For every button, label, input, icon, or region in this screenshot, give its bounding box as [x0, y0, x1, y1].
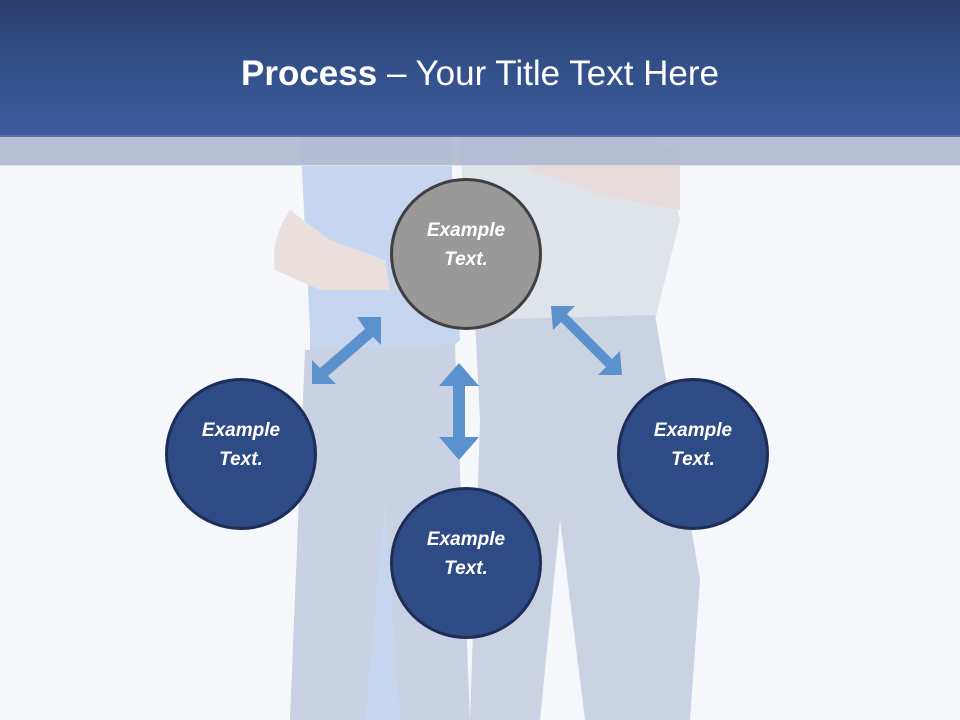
node-bottom[interactable]: Example Text.	[390, 487, 542, 639]
node-top-line1: Example	[426, 220, 506, 241]
title-bar: Process – Your Title Text Here	[0, 0, 960, 136]
title-bold: Process	[241, 54, 378, 93]
node-right-line2: Text.	[671, 449, 715, 470]
double-arrow-top-right-icon	[551, 306, 622, 375]
node-bottom-line2: Text.	[444, 558, 488, 579]
header-divider	[0, 135, 960, 137]
node-left[interactable]: Example Text.	[165, 378, 317, 530]
node-right[interactable]: Example Text.	[617, 378, 769, 530]
node-top[interactable]: Example Text.	[390, 178, 542, 330]
accent-strip	[0, 137, 960, 165]
node-right-line1: Example	[653, 420, 733, 441]
double-arrow-left-top-icon	[312, 317, 381, 384]
strip-divider	[0, 165, 960, 166]
slide-title: Process – Your Title Text Here	[0, 52, 960, 96]
node-left-line1: Example	[201, 420, 281, 441]
node-bottom-line1: Example	[426, 529, 506, 550]
double-arrow-vertical-icon	[439, 363, 479, 460]
title-rest: – Your Title Text Here	[377, 54, 719, 93]
node-left-line2: Text.	[219, 449, 263, 470]
node-top-line2: Text.	[444, 249, 488, 270]
